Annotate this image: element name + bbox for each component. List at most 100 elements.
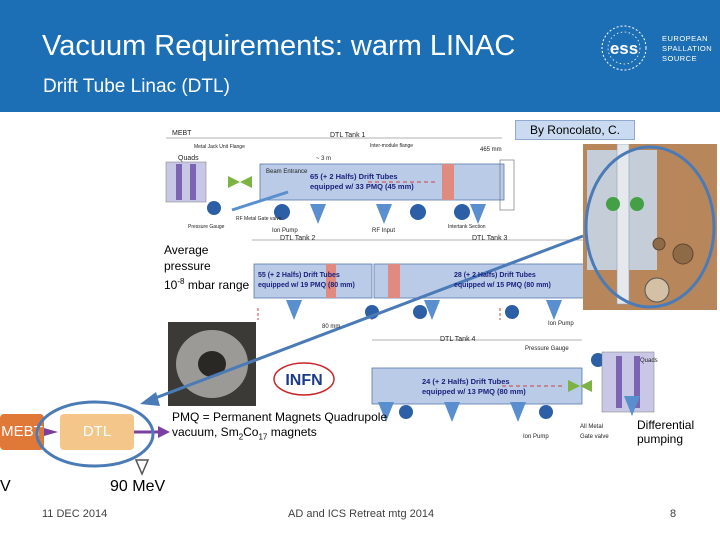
ion-pump-1 — [274, 204, 290, 220]
dtl-tank4 — [371, 367, 583, 405]
drift-tube-ring — [644, 277, 670, 303]
pmq-line1: PMQ = Permanent Magnets Quadrupole — [172, 410, 388, 424]
pressure-unit: mbar range — [184, 278, 250, 292]
dim-3m-label: ~ 3 m — [316, 156, 332, 162]
ion-pump-label: Ion Pump — [272, 228, 298, 234]
rf-arrow-4 — [286, 300, 302, 320]
flange-label: Metal Jack Unit Flange — [194, 144, 245, 150]
footer-event: AD and ICS Retreat mtg 2014 — [288, 508, 435, 520]
inter-module-label: Inter-module flange — [370, 143, 414, 149]
energy-label: 90 MeV — [110, 478, 166, 495]
dtl-label: DTL — [82, 423, 112, 440]
pressure-line1: Average — [164, 243, 209, 257]
beam-entrance-label: Beam Entrance — [266, 169, 308, 175]
tank1-end-bracket — [499, 159, 515, 211]
tank3-flange — [388, 264, 400, 298]
green-flange-2 — [630, 197, 644, 211]
dim-465-label: 465 mm — [480, 147, 502, 153]
gate-valve-1b — [240, 176, 252, 188]
logo-line1: EUROPEAN — [662, 34, 709, 43]
rf-arrow-9 — [510, 402, 526, 422]
logo-line2: SPALLATION — [662, 44, 713, 53]
left-voltage-label: V — [0, 478, 11, 495]
inter-module-flange — [442, 164, 454, 200]
tank3-desc2: equipped w/ 15 PMQ (80 mm) — [454, 282, 551, 289]
quad-magnet-2 — [190, 164, 196, 200]
dtl-block: DTL — [60, 414, 134, 450]
mebt-label: MEBT — [1, 423, 43, 440]
ess-logo-mark: ess — [601, 25, 647, 71]
tank3-label: DTL Tank 3 — [472, 235, 508, 242]
ion-pump-5 — [413, 305, 427, 319]
rf-arrow-3 — [470, 204, 486, 224]
ess-logo: ess EUROPEAN SPALLATION SOURCE — [596, 20, 716, 76]
pressure-line2: pressure — [164, 259, 211, 273]
pmq-line2-a: vacuum, Sm — [172, 425, 239, 439]
energy-marker-arrow — [134, 459, 150, 476]
tank1-desc1: 65 (+ 2 Halfs) Drift Tubes — [310, 172, 398, 181]
quad-magnet-1 — [176, 164, 182, 200]
pmq-sub1: 2 — [238, 432, 244, 442]
beamline-graphics — [35, 400, 170, 476]
ess-logo-letters: ess — [610, 39, 638, 58]
logo-line3: SOURCE — [662, 54, 698, 63]
ess-logo-text: EUROPEAN SPALLATION SOURCE — [662, 34, 712, 64]
highlight-ellipse-3d — [584, 145, 716, 309]
highlight-ellipse-dtl — [35, 400, 155, 468]
pressure-gauge2-label: Pressure Gauge — [525, 346, 569, 352]
ion-pump-2 — [410, 204, 426, 220]
footer-page-number: 8 — [670, 508, 677, 520]
footer-date: 11 DEC 2014 — [42, 508, 108, 520]
pmq-description: PMQ = Permanent Magnets Quadrupole vacuu… — [172, 410, 387, 444]
pressure-gauge-label: Pressure Gauge — [188, 224, 225, 230]
pmq-sub2: 17 — [258, 432, 268, 442]
ion-pump-8 — [539, 405, 553, 419]
gate-valve-2b — [580, 380, 592, 392]
pressure-gauge-2 — [591, 353, 605, 367]
rf-metal-gate-label: RF Metal Gate valve — [236, 216, 282, 222]
quad-magnet-3 — [616, 356, 622, 408]
slide-title: Vacuum Requirements: warm LINAC — [42, 30, 516, 62]
rf-arrow-6 — [546, 300, 562, 320]
rf-arrow-1 — [310, 204, 326, 224]
connector-arrow-1 — [231, 190, 289, 212]
ion-pump-3 — [454, 204, 470, 220]
tank4-desc2: equipped w/ 13 PMQ (80 mm) — [422, 387, 526, 396]
tank2-desc2: equipped w/ 19 PMQ (80 mm) — [258, 282, 355, 289]
rf-input-label: RF Input — [372, 228, 396, 234]
tank4-desc1: 24 (+ 2 Halfs) Drift Tubes — [422, 377, 510, 386]
tank4-label: DTL Tank 4 — [440, 336, 476, 343]
pmq-line2-b: Co — [243, 425, 259, 439]
diff-line1: Differential — [637, 418, 695, 432]
pmq-line2: vacuum, Sm2Co17 magnets — [172, 425, 387, 444]
rf-arrow-8 — [444, 402, 460, 422]
beam-arrow-2-head — [158, 426, 170, 438]
credit-box: By Roncolato, C. — [515, 120, 635, 140]
infn-mark: INFN — [273, 362, 335, 396]
mebt-small-label: MEBT — [172, 130, 192, 137]
pmq-bore — [198, 351, 226, 377]
pressure-gauge-1 — [207, 201, 221, 215]
tank3-desc1: 28 (+ 2 Halfs) Drift Tubes — [454, 272, 536, 279]
intertank-label: Intertank Section — [448, 224, 486, 230]
rf-arrow-2 — [376, 204, 392, 224]
dim-80-label: 80 mm — [322, 324, 341, 330]
ion-pump-4 — [365, 305, 379, 319]
infn-logo: INFN — [262, 350, 346, 408]
port-hole-2 — [652, 237, 666, 251]
ion-pump-7 — [399, 405, 413, 419]
beam-arrow-1 — [44, 428, 58, 436]
differential-pumping-text: Differential pumping — [637, 418, 694, 446]
gate-valve-1 — [228, 176, 240, 188]
diff-line2: pumping — [637, 432, 684, 446]
pressure-exponent: -8 — [177, 277, 185, 286]
drift-tube-stem — [616, 144, 630, 305]
ion-pump3-label: Ion Pump — [523, 434, 549, 440]
quad-magnet-4 — [634, 356, 640, 408]
quads-label: Quads — [178, 155, 199, 162]
average-pressure-text: Average pressure 10-8 mbar range — [164, 242, 249, 293]
tank2-label: DTL Tank 2 — [280, 235, 316, 242]
ion-pump-6 — [505, 305, 519, 319]
mebt-quads-block — [165, 161, 207, 203]
dtl-3d-render — [583, 144, 717, 310]
